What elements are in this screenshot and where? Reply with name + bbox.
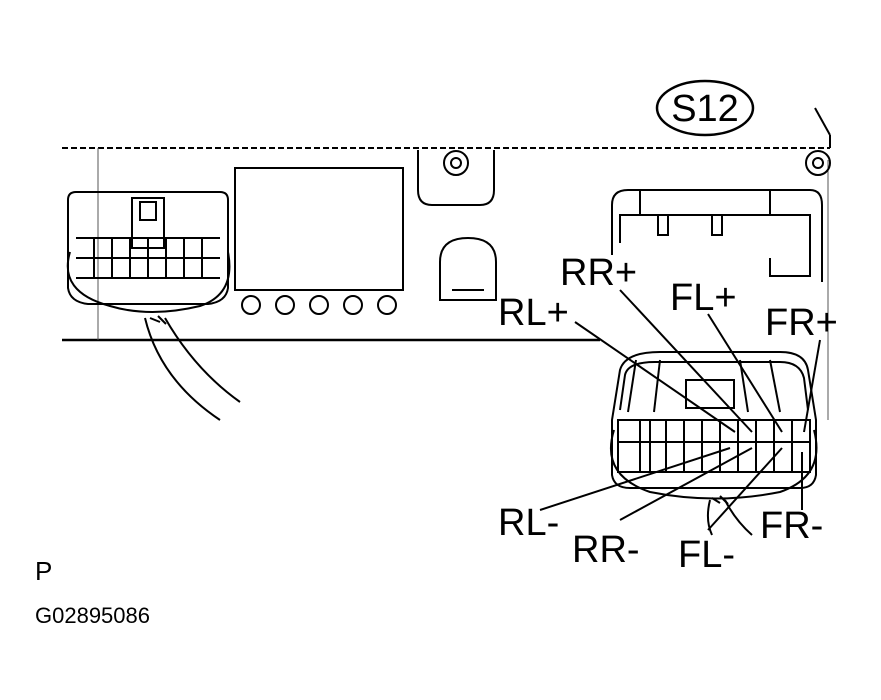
- leader-fl-plus: [707, 313, 783, 433]
- unit-housing: [62, 107, 831, 420]
- left-connector: [66, 191, 241, 421]
- label-fr-minus: FR-: [760, 505, 823, 547]
- label-fr-plus: FR+: [765, 302, 838, 344]
- leader-rr-plus: [619, 289, 753, 433]
- label-rl-plus: RL+: [498, 292, 569, 334]
- harness-connector-s12: [609, 351, 818, 536]
- view-code: P: [35, 556, 52, 586]
- leader-fr-plus: [803, 339, 821, 433]
- label-rr-minus: RR-: [572, 529, 640, 571]
- leader-fl-minus: [707, 447, 783, 531]
- leader-rr-minus: [619, 447, 753, 521]
- label-rl-minus: RL-: [498, 502, 559, 544]
- leader-rl-minus: [539, 447, 731, 511]
- connector-id-outline: [655, 79, 755, 137]
- connector-id-label: S12: [671, 88, 739, 130]
- s12-socket: [611, 189, 823, 282]
- leader-lines: [539, 289, 821, 531]
- leader-rl-plus: [574, 321, 736, 433]
- label-fl-plus: FL+: [670, 277, 737, 319]
- label-rr-plus: RR+: [560, 252, 637, 294]
- label-fl-minus: FL-: [678, 534, 735, 576]
- figure-id: G02895086: [35, 603, 150, 628]
